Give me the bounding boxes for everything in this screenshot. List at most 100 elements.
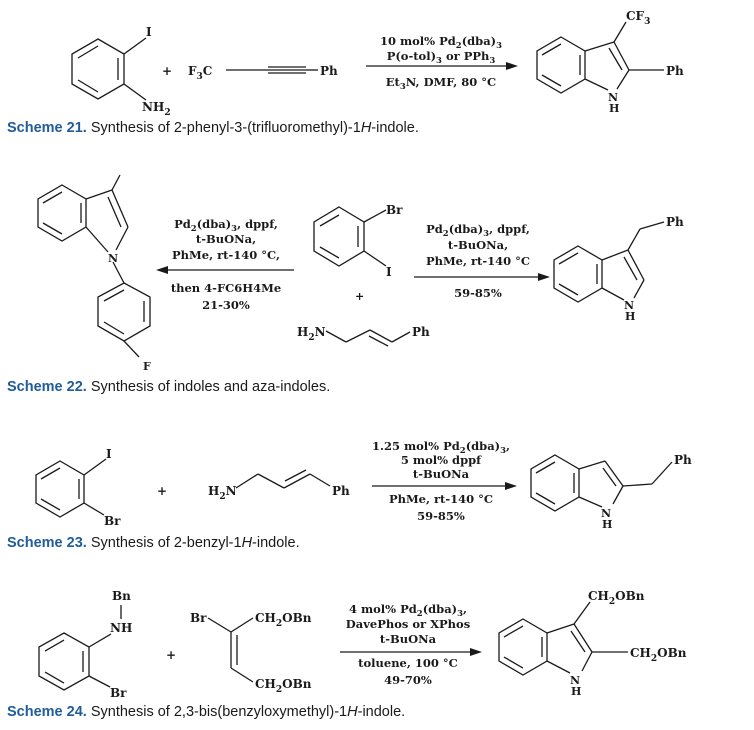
s23-cond-line4: PhMe, rt-140 °C (389, 492, 493, 506)
s23-product-ph: Ph (674, 453, 692, 467)
s22-center-br: Br (386, 203, 403, 217)
s21-product-h: H (609, 102, 619, 115)
s21-alkyne-ph: Ph (320, 64, 338, 78)
scheme-22: N F Pd2(dba)3, dppf, t-BuONa, PhMe, rt-1… (37, 174, 684, 373)
s24-br-label: Br (110, 686, 127, 700)
scheme-22-caption-label: Scheme 22. (7, 379, 87, 395)
scheme-21-caption-label: Scheme 21. (7, 120, 87, 136)
s24-product-indole: CH2OBn CH2OBn N H (498, 589, 687, 698)
s21-amine-sub: 2 (164, 108, 170, 118)
s24-plus: + (166, 648, 176, 662)
svg-text:Pd2(dba)3, dppf,: Pd2(dba)3, dppf, (174, 217, 278, 234)
svg-text:CH2OBn: CH2OBn (588, 589, 645, 607)
s24-cond-line4: toluene, 100 °C (358, 656, 458, 670)
s22-amine-ph: Ph (412, 325, 430, 339)
s24-product-top: CH (588, 589, 609, 603)
s22-center-reactant: Br I + H2N Ph (297, 203, 430, 347)
s22-right-cond-line1: Pd (426, 222, 443, 236)
s22-left-n: N (108, 252, 118, 265)
s24-cond-line5: 49-70% (384, 673, 432, 687)
s22-right-product: Ph N H (553, 215, 684, 323)
scheme-24: Bn NH Br + Br CH2OBn CH2OBn 4 mo (38, 589, 687, 700)
s23-cond-line3: t-BuONa (413, 467, 470, 481)
s24-cond-line1: 4 mol% Pd (349, 602, 417, 616)
s24-conditions: 4 mol% Pd2(dba)3, DavePhos or XPhos t-Bu… (346, 602, 470, 687)
scheme-23-caption-text: Synthesis of 2-benzyl-1 (90, 535, 242, 551)
s21-cond-line2: P(o-tol) (387, 49, 436, 63)
svg-text:4 mol% Pd2(dba)3,: 4 mol% Pd2(dba)3, (349, 602, 467, 619)
s23-conditions: 1.25 mol% Pd2(dba)3, 5 mol% dppf t-BuONa… (372, 439, 510, 523)
s22-right-ph: Ph (666, 215, 684, 229)
svg-text:CH2OBn: CH2OBn (255, 677, 312, 695)
s23-reaction-arrow (372, 482, 517, 490)
scheme-24-caption-text: Synthesis of 2,3-bis(benzyloxymethyl)-1 (90, 704, 348, 720)
s22-right-cond-line3: PhMe, rt-140 °C (426, 254, 530, 268)
scheme-23-caption-label: Scheme 23. (7, 535, 87, 551)
scheme-22-caption: Scheme 22. Synthesis of indoles and aza-… (7, 379, 330, 395)
s21-iodo-label: I (146, 25, 152, 39)
s24-alkene-bottom: CH (255, 677, 276, 691)
scheme-24-caption-label: Scheme 24. (7, 704, 87, 720)
s22-left-product: N F (37, 174, 151, 373)
s23-product-h: H (602, 518, 612, 531)
s22-left-conditions: Pd2(dba)3, dppf, t-BuONa, PhMe, rt-140 °… (171, 217, 281, 312)
s23-cond-line1: 1.25 mol% Pd (372, 439, 460, 453)
s22-left-cond-line1: Pd (174, 217, 191, 231)
scheme-21: I NH2 + F3C Ph 10 mol% Pd2(dba)3 P(o-tol… (71, 9, 684, 118)
s21-cond-line1: 10 mol% Pd (380, 34, 456, 48)
s21-alkyne-left-sub: 3 (197, 72, 203, 82)
s23-reactant-amine: H2N Ph (208, 469, 350, 502)
svg-text:CH2OBn: CH2OBn (630, 646, 687, 664)
s22-left-cond-line4: then 4-FC6H4Me (171, 281, 281, 295)
s23-iodo-label: I (106, 447, 112, 461)
s21-cond-line3: Et (386, 75, 401, 89)
s22-right-arrow (414, 273, 550, 281)
s22-center-plus: + (355, 290, 364, 303)
scheme-22-caption-text: Synthesis of indoles and aza-indoles. (90, 379, 331, 395)
s21-product-indole: CF3 Ph N H (536, 9, 684, 115)
s22-left-arrow (156, 266, 294, 274)
s24-bn-label: Bn (112, 589, 131, 603)
s21-reactant-alkyne: F3C Ph (188, 64, 338, 82)
s22-right-h: H (625, 310, 635, 323)
s24-cond-line2: DavePhos or XPhos (346, 617, 470, 631)
s21-plus: + (162, 64, 172, 78)
s21-reactant-iodoaniline: I NH2 (71, 25, 171, 118)
svg-text:1.25 mol% Pd2(dba)3,: 1.25 mol% Pd2(dba)3, (372, 439, 510, 456)
s23-bromo-label: Br (104, 514, 121, 528)
s22-left-cond-line2: t-BuONa, (196, 232, 256, 246)
s24-product-n: N (570, 674, 580, 687)
s23-product-n: N (601, 507, 611, 520)
s21-amine-label: NH (142, 100, 164, 114)
svg-text:Et3N, DMF, 80 °C: Et3N, DMF, 80 °C (386, 75, 496, 92)
s23-amine-ph: Ph (332, 484, 350, 498)
svg-text:H2N: H2N (208, 484, 237, 502)
s22-left-f: F (143, 360, 151, 373)
scheme-21-caption: Scheme 21. Synthesis of 2-phenyl-3-(trif… (7, 120, 419, 136)
scheme-24-caption: Scheme 24. Synthesis of 2,3-bis(benzylox… (7, 704, 406, 720)
s24-alkene-top: CH (255, 611, 276, 625)
s22-center-i: I (386, 265, 392, 279)
svg-text:Pd2(dba)3, dppf,: Pd2(dba)3, dppf, (426, 222, 530, 239)
svg-text:10 mol% Pd2(dba)3: 10 mol% Pd2(dba)3 (380, 34, 502, 51)
s22-left-cond-line3: PhMe, rt-140 °C, (172, 248, 280, 262)
s24-reactant-alkene: Br CH2OBn CH2OBn (190, 611, 312, 695)
s21-reaction-arrow (366, 62, 518, 70)
s21-alkyne-left-tail: C (203, 64, 213, 78)
s23-cond-line2: 5 mol% dppf (401, 453, 482, 467)
s22-right-n: N (624, 299, 634, 312)
scheme-23-caption: Scheme 23. Synthesis of 2-benzyl-1H-indo… (7, 535, 300, 551)
s24-product-h: H (571, 685, 581, 698)
s21-product-cf3: CF (626, 9, 645, 23)
svg-text:NH2: NH2 (142, 100, 171, 118)
s24-cond-line3: t-BuONa (380, 632, 437, 646)
s23-plus: + (157, 484, 167, 498)
s22-amine-h: H (297, 325, 308, 339)
s24-reaction-arrow (340, 648, 482, 656)
s24-nh-label: NH (110, 621, 132, 635)
s21-product-n: N (608, 91, 618, 104)
s22-left-cond-line5: 21-30% (202, 298, 250, 312)
s23-cond-line5: 59-85% (417, 509, 465, 523)
